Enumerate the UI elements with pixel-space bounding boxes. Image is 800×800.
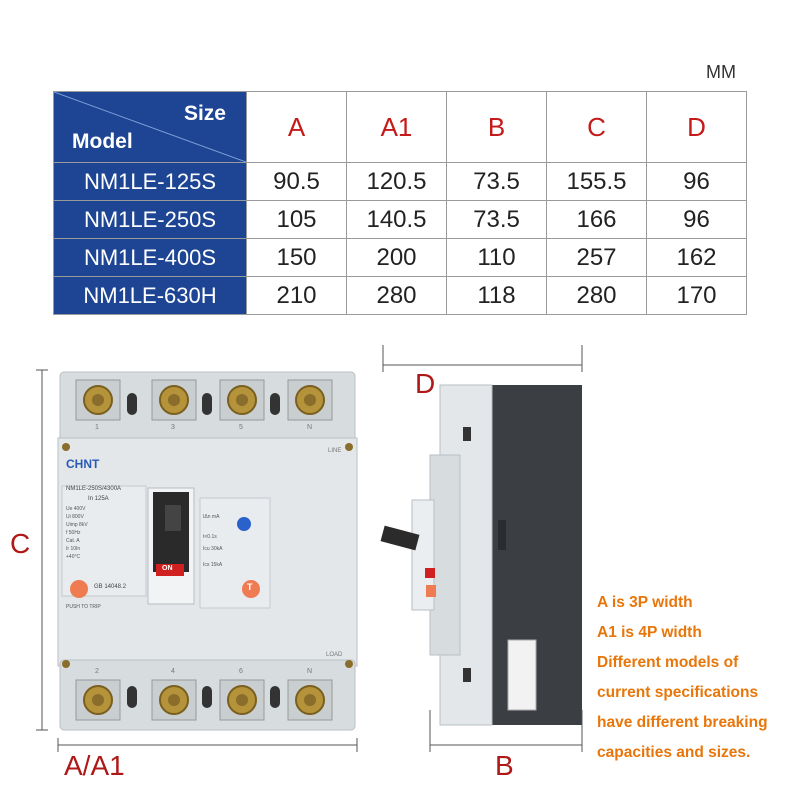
cell-a: 90.5 <box>246 162 347 201</box>
row-model: NM1LE-250S <box>53 200 247 239</box>
cell-c: 166 <box>546 200 647 239</box>
row-model: NM1LE-400S <box>53 238 247 277</box>
dimension-table: Size Model A A1 B C D NM1LE-125S 90.5 12… <box>53 91 747 315</box>
table-row: NM1LE-125S 90.5 120.5 73.5 155.5 96 <box>53 162 747 201</box>
dimension-label-b: B <box>495 750 514 781</box>
bottom-terminals <box>75 679 333 721</box>
terminal-number-6: 6 <box>239 668 243 675</box>
note-line: capacities and sizes. <box>597 744 751 761</box>
cell-b: 73.5 <box>446 200 547 239</box>
corner-diagonal <box>54 92 246 162</box>
dimension-lines <box>36 345 583 752</box>
cell-d: 170 <box>646 276 747 315</box>
dimension-label-c: C <box>10 528 31 559</box>
row-model: NM1LE-125S <box>53 162 247 201</box>
note-line: have different breaking <box>597 714 768 731</box>
header-d: D <box>646 91 747 163</box>
terminal-number-1: 1 <box>95 424 99 431</box>
unit-label: MM <box>706 62 736 82</box>
load-label: LOAD <box>326 652 343 658</box>
spec-6: +40°C <box>66 554 81 560</box>
terminal-number-5: 5 <box>239 424 243 431</box>
terminal-number-3: 3 <box>171 424 175 431</box>
cell-b: 118 <box>446 276 547 315</box>
spec-5: Ir 10In <box>66 546 81 552</box>
terminal-number-n-top: N <box>307 424 313 431</box>
terminal-number-2: 2 <box>95 668 99 675</box>
test-button: T <box>247 582 253 592</box>
table-corner-cell: Size Model <box>53 91 247 163</box>
cell-c: 257 <box>546 238 647 277</box>
breaker-front-view <box>57 371 358 731</box>
brand-logo: CHNT <box>66 457 100 471</box>
model-text: NM1LE-250S/4300A <box>66 486 122 492</box>
dimension-label-d: D <box>415 368 436 399</box>
spec-1: Ui 800V <box>66 514 84 520</box>
cell-a1: 280 <box>346 276 447 315</box>
spec-right-1: t<0.1s <box>203 534 217 540</box>
terminal-number-n-bottom: N <box>307 668 313 675</box>
spec-3: f 50Hz <box>66 530 81 536</box>
cell-a1: 140.5 <box>346 200 447 239</box>
spec-right-0: IΔn mA <box>203 514 220 520</box>
terminal-number-4: 4 <box>171 668 175 675</box>
spec-right-2: Icu 30kA <box>203 546 223 552</box>
notes-block: A is 3P width A1 is 4P width Different m… <box>597 588 768 768</box>
cell-c: 280 <box>546 276 647 315</box>
cell-d: 162 <box>646 238 747 277</box>
cell-a1: 200 <box>346 238 447 277</box>
dimension-label-a-a1: A/A1 <box>64 750 125 781</box>
top-terminals <box>75 379 333 421</box>
cell-d: 96 <box>646 162 747 201</box>
table-row: NM1LE-250S 105 140.5 73.5 166 96 <box>53 200 747 239</box>
standard-label: GB 14048.2 <box>94 584 127 590</box>
push-to-trip-label: PUSH TO TRIP <box>66 604 101 610</box>
header-b: B <box>446 91 547 163</box>
note-line: A is 3P width <box>597 594 693 611</box>
rated-current: In 125A <box>88 496 109 502</box>
corner-model-label: Model <box>72 130 133 153</box>
cell-a1: 120.5 <box>346 162 447 201</box>
cell-d: 96 <box>646 200 747 239</box>
row-model: NM1LE-630H <box>53 276 247 315</box>
table-row: NM1LE-400S 150 200 110 257 162 <box>53 238 747 277</box>
table-header-row: Size Model A A1 B C D <box>53 91 747 163</box>
cell-c: 155.5 <box>546 162 647 201</box>
line-label: LINE <box>328 448 342 454</box>
breaker-side-view <box>380 384 582 726</box>
table-row: NM1LE-630H 210 280 118 280 170 <box>53 276 747 315</box>
note-line: A1 is 4P width <box>597 624 702 641</box>
on-label: ON <box>162 565 173 572</box>
cell-a: 150 <box>246 238 347 277</box>
note-line: current specifications <box>597 684 759 701</box>
spec-right-3: Ics 15kA <box>203 562 223 568</box>
cell-a: 210 <box>246 276 347 315</box>
spec-2: Uimp 8kV <box>66 522 88 528</box>
spec-4: Cat. A <box>66 538 80 544</box>
corner-size-label: Size <box>183 102 226 125</box>
spec-0: Ue 400V <box>66 506 86 512</box>
note-line: Different models of <box>597 654 739 671</box>
